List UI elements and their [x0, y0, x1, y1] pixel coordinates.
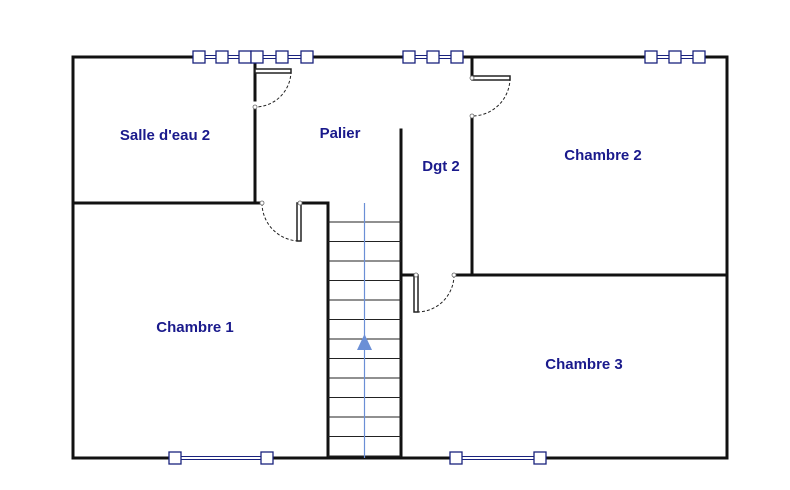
room-label-dgt-2: Dgt 2 [422, 158, 460, 175]
window-frame [426, 50, 440, 64]
window-frame [668, 50, 682, 64]
window-frame [692, 50, 706, 64]
window-chambre-1 [168, 451, 274, 465]
window-chambre-3 [449, 451, 547, 465]
window-frame [250, 50, 264, 64]
window-frame [260, 451, 274, 465]
window-frame [449, 451, 463, 465]
window-frame [238, 50, 252, 64]
room-label-palier: Palier [320, 125, 361, 142]
door-chambre-3 [413, 272, 457, 313]
window-chambre-2 [644, 50, 706, 64]
window-frame [192, 50, 206, 64]
window-salle-deau-2 [192, 50, 252, 64]
room-label-salle-deau-2: Salle d'eau 2 [120, 127, 210, 144]
up-arrow-icon [357, 334, 372, 350]
window-palier-right [402, 50, 464, 64]
window-frame [450, 50, 464, 64]
window-frame [402, 50, 416, 64]
window-frame [215, 50, 229, 64]
interior-walls [71, 55, 729, 460]
door-chambre-2 [469, 75, 511, 119]
room-label-chambre-1: Chambre 1 [156, 319, 234, 336]
window-frame [168, 451, 182, 465]
window-frame [275, 50, 289, 64]
room-label-chambre-3: Chambre 3 [545, 356, 623, 373]
door-salle-deau-2 [252, 68, 292, 110]
window-frame [644, 50, 658, 64]
window-palier-left [250, 50, 314, 64]
door-chambre-1 [259, 200, 303, 242]
window-frame [300, 50, 314, 64]
window-frame [533, 451, 547, 465]
room-label-chambre-2: Chambre 2 [564, 147, 642, 164]
staircase [328, 203, 401, 458]
